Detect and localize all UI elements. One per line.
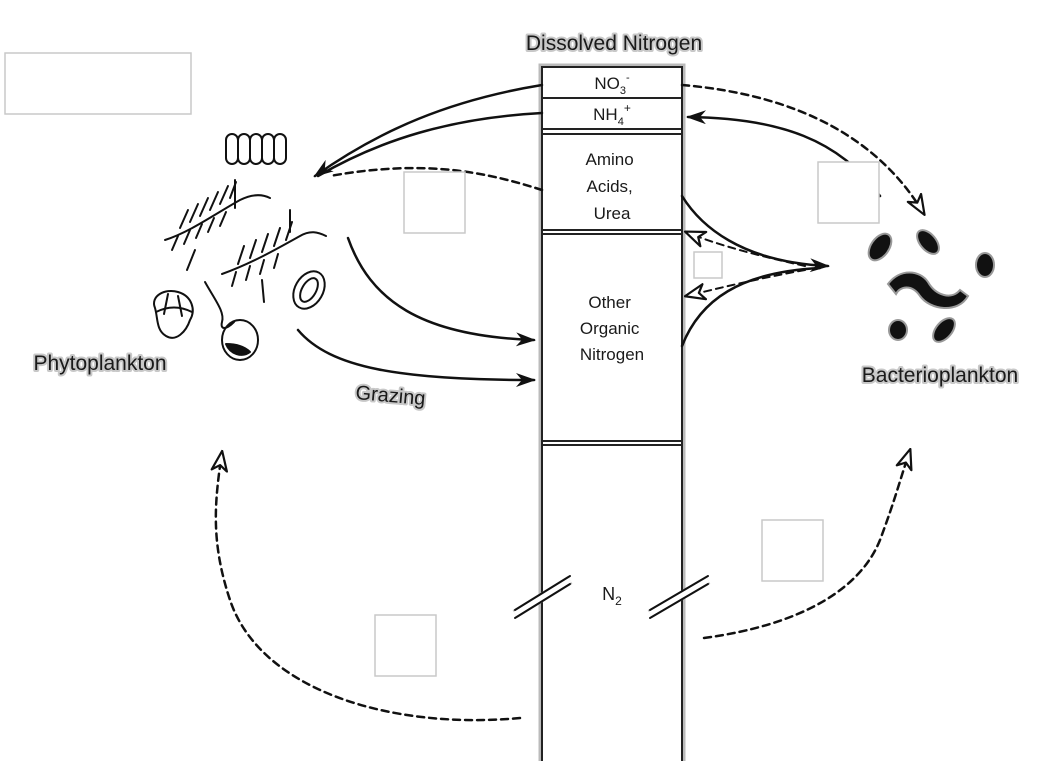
diatom-chain-icon <box>225 133 287 165</box>
column-break-left <box>512 575 573 619</box>
ammonium-uptake-arrow <box>316 111 544 178</box>
amino-acids-label: Amino Acids, Urea <box>586 150 639 223</box>
grazing-arrow <box>296 328 536 387</box>
nitrate-box <box>541 66 683 99</box>
amino-acids-box <box>541 133 683 231</box>
phyto-amino-dashed-arrow <box>328 166 544 192</box>
answer-box-upper-right[interactable] <box>817 161 880 224</box>
dinoflagellate-icon <box>153 290 194 339</box>
answer-box-upper-middle[interactable] <box>403 171 466 234</box>
column-break-right <box>647 575 711 619</box>
grazing-label: Grazing <box>355 382 427 410</box>
bacteria-other-n-dashed-arrow <box>683 269 806 301</box>
n2-phyto-dashed-arrow <box>210 449 522 722</box>
bacterioplankton-illustration <box>867 229 995 343</box>
bacterioplankton-label: Bacterioplankton <box>862 364 1018 387</box>
nitrate-uptake-arrow <box>313 83 544 178</box>
other-organic-nitrogen-label: Other Organic Nitrogen <box>580 293 644 364</box>
dissolved-nitrogen-title: Dissolved Nitrogen <box>526 32 702 55</box>
phytoplankton-illustration <box>153 133 327 361</box>
answer-box-lower-left[interactable] <box>374 614 437 677</box>
feathery-diatom-icon <box>164 179 271 271</box>
feathery-diatom-icon-2 <box>221 209 327 303</box>
nitrate-bacteria-dashed-arrow <box>680 83 926 217</box>
n2-bacteria-dashed-arrow <box>702 447 913 640</box>
answer-box-lower-right[interactable] <box>761 519 824 582</box>
nitrate-label: NO3- <box>594 72 630 97</box>
flagellate-icon <box>204 281 259 361</box>
ammonium-label: NH4+ <box>593 101 631 128</box>
other-n-bacteria-arrow <box>680 266 822 348</box>
dissolved-nitrogen-column <box>538 63 686 761</box>
answer-box-top-left[interactable] <box>4 52 192 115</box>
phytoplankton-label: Phytoplankton <box>33 352 166 375</box>
phyto-exudation-arrow <box>346 236 536 347</box>
n2-label: N2 <box>602 584 622 608</box>
amino-bacteria-arrow <box>680 194 830 273</box>
bacteria-amino-dashed-arrow <box>683 230 806 267</box>
other-organic-nitrogen-box <box>541 233 683 442</box>
answer-box-column-small[interactable] <box>693 251 723 279</box>
oval-cell-icon <box>292 270 326 310</box>
